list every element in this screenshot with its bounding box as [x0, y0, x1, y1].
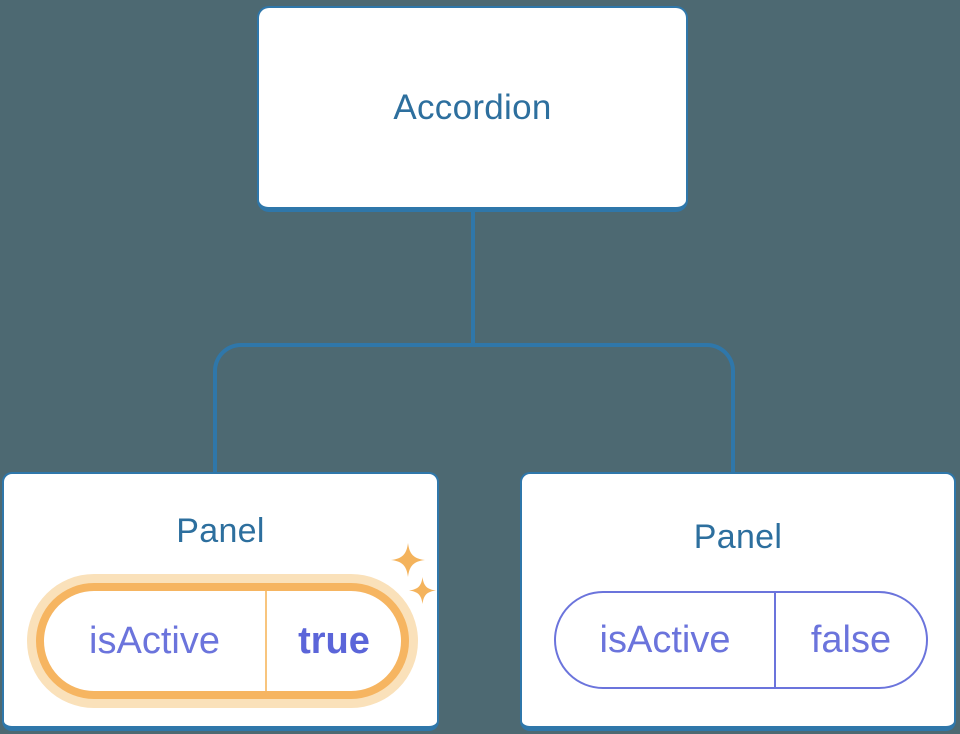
prop-pill-inactive: isActive false	[554, 591, 928, 689]
prop-name: isActive	[89, 619, 220, 662]
sparkle-icon	[409, 577, 436, 604]
prop-value: false	[774, 593, 926, 687]
prop-pill-active: isActive true	[36, 583, 409, 699]
sparkle-icon	[391, 543, 425, 577]
panel-node-label: Panel	[693, 518, 783, 556]
connector-branch	[213, 343, 735, 473]
panel-node-inactive: Panel isActive false	[520, 472, 956, 731]
panel-node-active: Panel isActive true	[2, 472, 439, 731]
connector-stem	[471, 210, 475, 344]
prop-value: true	[265, 591, 401, 691]
accordion-node: Accordion	[257, 6, 688, 212]
accordion-node-label: Accordion	[393, 87, 552, 127]
prop-name: isActive	[599, 618, 731, 661]
panel-node-label: Panel	[176, 512, 265, 550]
